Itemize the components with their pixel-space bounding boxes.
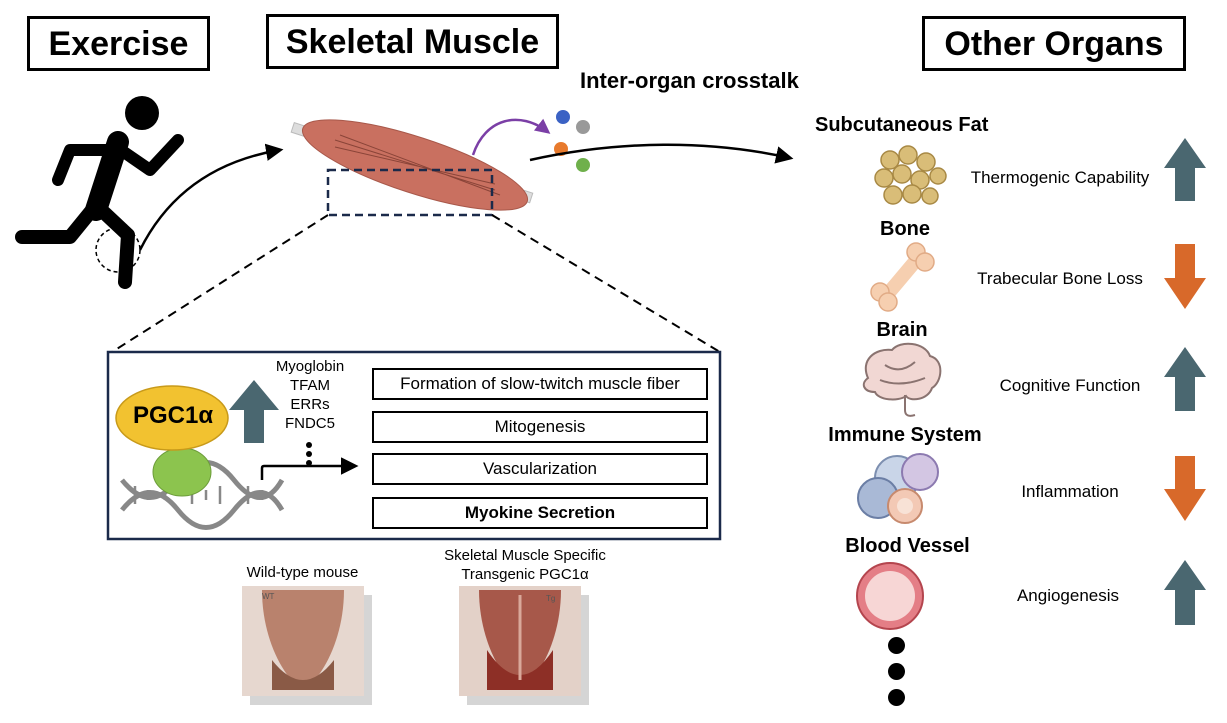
receptor-icon: [152, 447, 212, 497]
crosstalk-arrow: [529, 143, 794, 164]
other-organs-header: Other Organs: [922, 16, 1186, 71]
immune-down-arrow: [1164, 456, 1206, 521]
vessel-up-arrow: [1164, 560, 1206, 625]
gene-list: Myoglobin TFAM ERRs FNDC5: [270, 357, 350, 433]
effect-mitogenesis: Mitogenesis: [372, 411, 708, 443]
organ-subcutaneous-fat: Subcutaneous Fat: [815, 114, 989, 136]
organ-bone: Bone: [880, 218, 930, 240]
crosstalk-label: Inter-organ crosstalk: [580, 68, 799, 93]
transgenic-tag: Tg: [546, 594, 556, 603]
gene-arrow: [260, 457, 359, 480]
pgc-label: PGC1α: [133, 402, 214, 429]
fat-icon: [874, 145, 947, 205]
gene-fndc5: FNDC5: [284, 415, 335, 432]
transgenic-caption-line2: Transgenic PGC1α: [461, 566, 589, 583]
myokine-dot: [556, 110, 570, 124]
more-organs-dots: [888, 637, 905, 715]
muscle-icon: [290, 119, 534, 211]
immune-cells-icon: [857, 453, 939, 524]
effect-bone-loss: Trabecular Bone Loss: [977, 269, 1143, 288]
effect-angiogenesis: Angiogenesis: [1016, 586, 1120, 605]
brain-up-arrow: [1164, 347, 1206, 411]
gene-errs: ERRs: [290, 396, 330, 413]
secretion-arrow: [471, 118, 551, 156]
exercise-arrow: [138, 143, 284, 251]
gene-myoglobin: Myoglobin: [275, 358, 345, 375]
wild-type-caption: Wild-type mouse: [246, 564, 359, 581]
effect-inflammation: Inflammation: [1021, 482, 1119, 501]
fat-up-arrow: [1164, 138, 1206, 201]
pgc-panel: [106, 350, 722, 541]
organ-immune-system: Immune System: [828, 424, 982, 446]
effect-myokine: Myokine Secretion: [372, 497, 708, 529]
myokine-dot: [576, 158, 590, 172]
transgenic-caption-line1: Skeletal Muscle Specific: [444, 547, 606, 564]
bone-icon: [870, 242, 935, 312]
transgenic-caption: Skeletal Muscle Specific Transgenic PGC1…: [410, 546, 640, 584]
skeletal-muscle-header: Skeletal Muscle: [266, 14, 559, 69]
exercise-header: Exercise: [27, 16, 210, 71]
gene-more-dots: [306, 442, 312, 469]
effect-vascularization: Vascularization: [372, 453, 708, 485]
pgc-up-arrow: [229, 380, 279, 443]
wild-type-tag: WT: [262, 592, 275, 601]
organ-brain: Brain: [876, 319, 928, 341]
brain-icon: [862, 342, 942, 417]
effect-slow-twitch: Formation of slow-twitch muscle fiber: [372, 368, 708, 400]
blood-vessel-icon: [856, 562, 924, 630]
organ-blood-vessel: Blood Vessel: [845, 535, 970, 557]
effect-thermogenic: Thermogenic Capability: [970, 168, 1150, 187]
myokine-dot: [576, 120, 590, 134]
pgc-ellipse: [115, 385, 229, 451]
bone-down-arrow: [1164, 244, 1206, 309]
muscle-zoom-box: [326, 168, 494, 217]
effect-cognitive: Cognitive Function: [999, 376, 1141, 395]
runner-icon: [15, 96, 184, 289]
gene-tfam: TFAM: [290, 377, 330, 394]
